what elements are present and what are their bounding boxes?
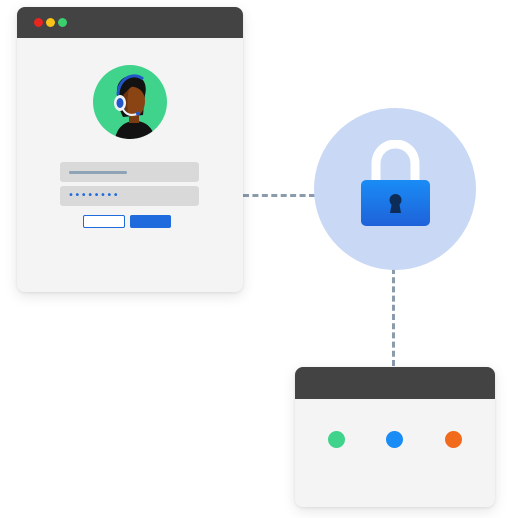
status-window <box>295 367 495 507</box>
username-field[interactable] <box>60 162 199 182</box>
status-indicator-orange <box>445 431 462 448</box>
connector-lock-to-status <box>392 268 395 366</box>
support-agent-avatar-icon <box>93 65 167 139</box>
login-window-titlebar <box>17 7 243 38</box>
close-dot[interactable] <box>34 18 43 27</box>
status-indicator-green <box>328 431 345 448</box>
login-window: •••••••• <box>17 7 243 292</box>
password-mask: •••••••• <box>68 190 120 201</box>
status-window-titlebar <box>295 367 495 399</box>
password-field[interactable]: •••••••• <box>60 186 199 206</box>
agent-icon <box>114 74 155 139</box>
minimize-dot[interactable] <box>46 18 55 27</box>
status-indicator-blue <box>386 431 403 448</box>
cancel-button[interactable] <box>83 215 125 228</box>
maximize-dot[interactable] <box>58 18 67 27</box>
connector-login-to-lock <box>243 194 315 197</box>
username-placeholder-line <box>69 171 127 174</box>
padlock-icon <box>361 140 430 226</box>
login-button[interactable] <box>130 215 171 228</box>
